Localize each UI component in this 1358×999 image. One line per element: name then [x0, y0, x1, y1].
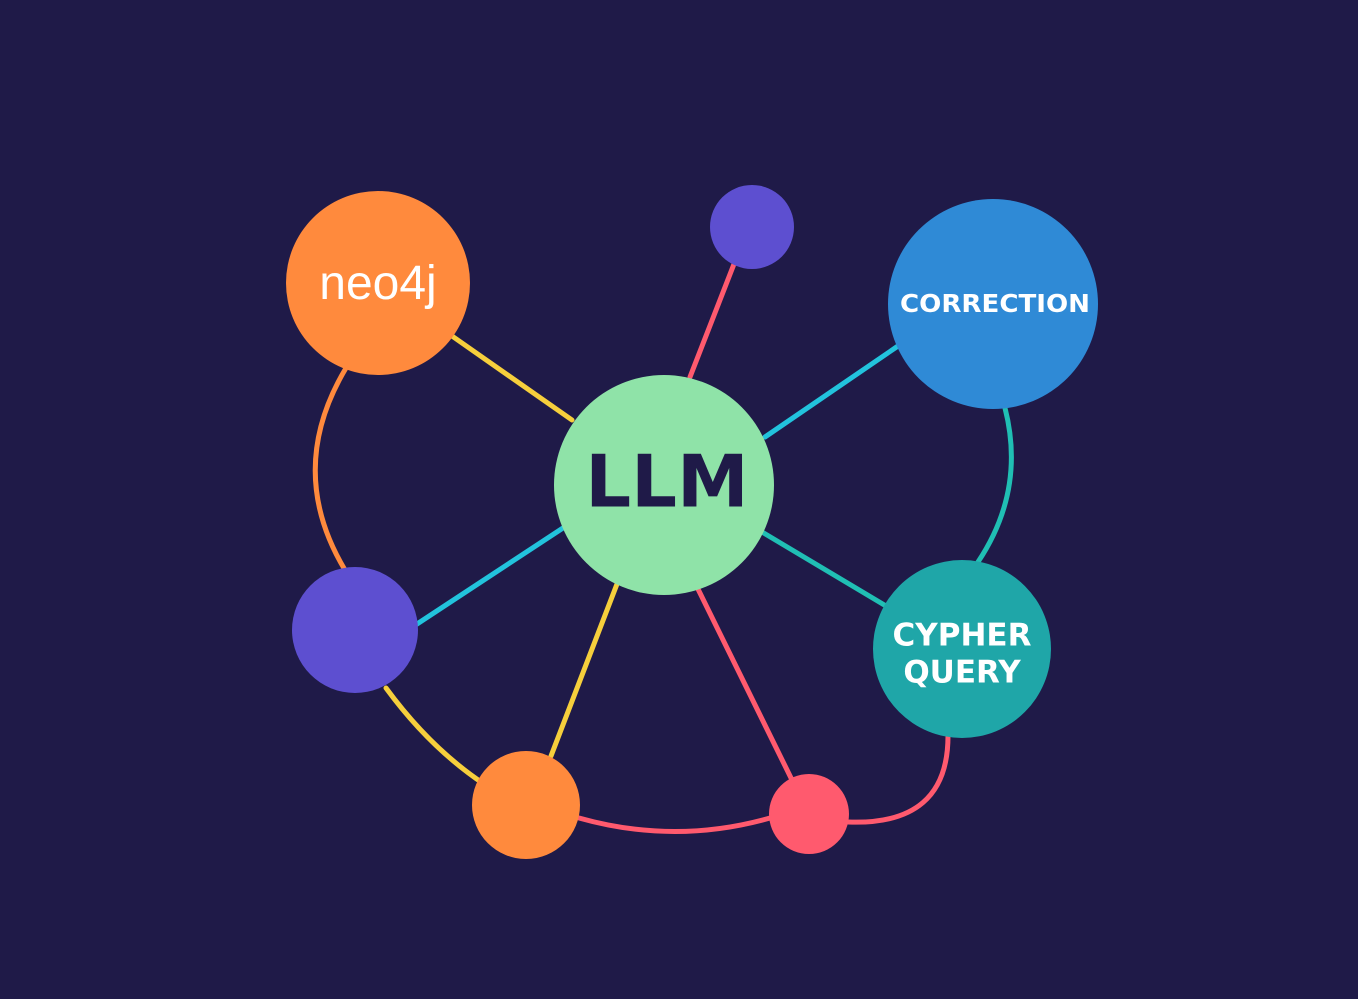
- bottom-orange-circle: [472, 751, 580, 859]
- edge-left-purple-bottom-orange: [383, 685, 487, 787]
- edge-top-node-llm: [687, 261, 737, 380]
- edge-neo4j-left-purple: [312, 365, 349, 573]
- edge-pink-cypher: [845, 733, 951, 825]
- node-left-purple: [292, 567, 418, 693]
- edge-llm-left-purple: [411, 523, 569, 629]
- neo4j-circle: [286, 191, 470, 375]
- left-purple-circle: [292, 567, 418, 693]
- cypher-label-line2: QUERY: [903, 655, 1021, 691]
- edge-bottom-orange-pink: [576, 815, 773, 834]
- node-pink: [769, 774, 849, 854]
- llm-circle: [554, 375, 774, 595]
- edge-llm-bottom-orange: [548, 581, 620, 759]
- llm-label: LLM: [585, 440, 748, 524]
- node-top-purple: [710, 185, 794, 269]
- neo4j-label: neo4j: [319, 257, 436, 310]
- node-neo4j: neo4j: [286, 191, 470, 375]
- node-llm: LLM: [554, 375, 774, 595]
- top-purple-circle: [710, 185, 794, 269]
- cypher-label-line1: CYPHER: [893, 618, 1032, 654]
- edges: [312, 261, 1014, 834]
- correction-label: CORRECTION: [900, 289, 1090, 318]
- edge-llm-cypher: [759, 529, 889, 609]
- edge-correction-llm: [762, 343, 901, 440]
- pink-circle: [769, 774, 849, 854]
- edge-neo4j-llm: [449, 333, 575, 423]
- correction-circle: [888, 199, 1098, 409]
- edge-llm-pink: [695, 586, 795, 783]
- cypher-query-circle: [873, 560, 1051, 738]
- node-cypher-query: CYPHER QUERY: [873, 560, 1051, 738]
- edge-correction-cypher: [975, 405, 1014, 565]
- node-bottom-orange: [472, 751, 580, 859]
- node-correction: CORRECTION: [888, 199, 1098, 409]
